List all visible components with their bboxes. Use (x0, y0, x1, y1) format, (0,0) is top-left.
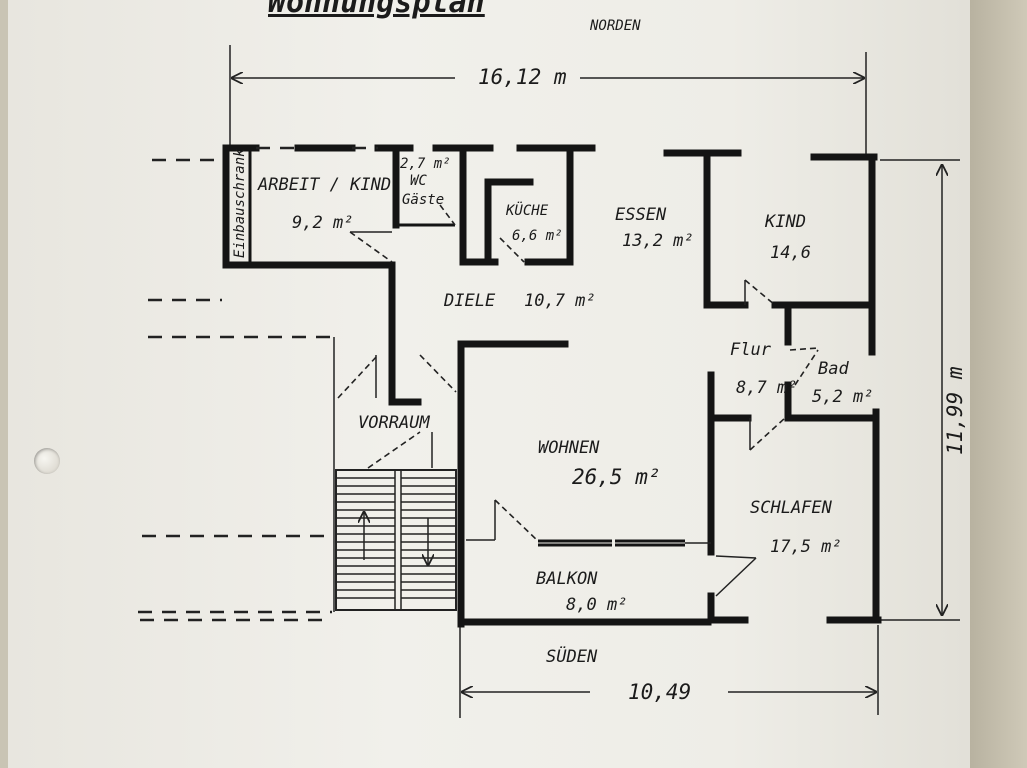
punch-hole (34, 448, 60, 474)
room-balkon-area: 8,0 m² (566, 595, 627, 615)
dimension-right: 11,99 m (880, 159, 967, 621)
room-schlafen-walls (707, 371, 882, 624)
paper-sheet (8, 0, 970, 768)
room-kind-area: 14,6 (770, 243, 811, 263)
room-arbeit-label: ARBEIT / KIND (257, 175, 391, 195)
room-wc-area: 2,7 m² (400, 156, 451, 172)
room-arbeit-walls (222, 144, 396, 406)
stairwell (335, 354, 457, 611)
dimension-total-height: 11,99 m (943, 366, 967, 455)
room-bad-walls (784, 301, 880, 422)
room-kueche-walls (459, 144, 574, 266)
background-edge (970, 0, 1027, 768)
room-wohnen-label: WOHNEN (538, 438, 600, 458)
dimension-total-width: 16,12 m (478, 65, 567, 89)
room-wc-walls (392, 144, 467, 266)
room-kind-label: KIND (764, 212, 806, 232)
plan-title: Wohnungsplan (268, 0, 485, 20)
north-wall (222, 144, 878, 161)
room-kueche-label: KÜCHE (505, 201, 549, 219)
room-bad-label: Bad (818, 359, 849, 379)
room-arbeit-area: 9,2 m² (292, 213, 353, 233)
dimension-bottom: 10,49 (459, 625, 879, 718)
room-vorraum-label: VORRAUM (358, 413, 430, 433)
room-wc-sublabel: Gäste (402, 192, 444, 208)
stair-treads-left (336, 477, 395, 599)
orientation-south: SÜDEN (546, 645, 598, 667)
neighbor-walls (138, 158, 335, 622)
room-flur-area: 8,7 m² (736, 378, 797, 398)
dimension-top: 16,12 m (229, 45, 867, 155)
room-diele-label: DIELE (443, 291, 496, 311)
room-wohnen-walls (457, 340, 712, 628)
orientation-north: NORDEN (589, 18, 641, 34)
dimension-bottom-width: 10,49 (628, 680, 691, 704)
room-bad-area: 5,2 m² (812, 387, 873, 407)
einbauschrank-label: Einbauschrank (232, 148, 248, 258)
room-schlafen-label: SCHLAFEN (750, 498, 833, 518)
room-schlafen-area: 17,5 m² (770, 537, 842, 557)
room-diele-area: 10,7 m² (524, 291, 596, 311)
room-balkon-label: BALKON (536, 569, 598, 589)
room-wc-label: WC (410, 173, 427, 189)
room-essen-area: 13,2 m² (622, 231, 694, 251)
room-kueche-area: 6,6 m² (512, 228, 563, 244)
room-wohnen-area: 26,5 m² (572, 465, 661, 489)
room-essen-label: ESSEN (615, 205, 667, 225)
room-flur-label: Flur (730, 340, 772, 360)
